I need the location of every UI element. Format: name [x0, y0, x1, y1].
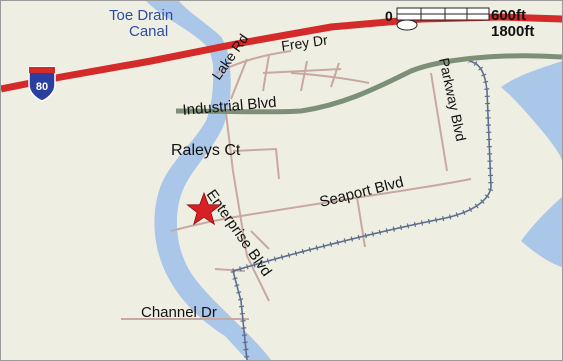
- water-east-2: [521, 197, 562, 267]
- scale-feet-label-2: 1800ft: [491, 23, 534, 40]
- interstate-shield-icon: 80: [28, 66, 56, 102]
- street-label-channel-dr: Channel Dr: [141, 304, 217, 321]
- interstate-shield-number: 80: [36, 81, 48, 93]
- water-label-line1: Toe Drain: [109, 7, 173, 24]
- railroad: [230, 58, 494, 360]
- land-main: [1, 1, 247, 360]
- street-label-frey-dr: Frey Dr: [280, 32, 329, 54]
- scale-zero-label: 0: [385, 8, 393, 24]
- industrial-blvd-road: [175, 53, 562, 115]
- scale-feet-label: 600ft: [491, 7, 526, 24]
- water-east-1: [501, 61, 562, 141]
- star-marker-icon[interactable]: [186, 191, 222, 226]
- river-channel: [146, 1, 271, 360]
- water-label-line2: Canal: [129, 23, 168, 40]
- scale-bar: 0 600ft 1800ft: [385, 7, 534, 40]
- local-streets: [121, 50, 472, 320]
- street-label-raleys-ct: Raleys Ct: [171, 142, 241, 159]
